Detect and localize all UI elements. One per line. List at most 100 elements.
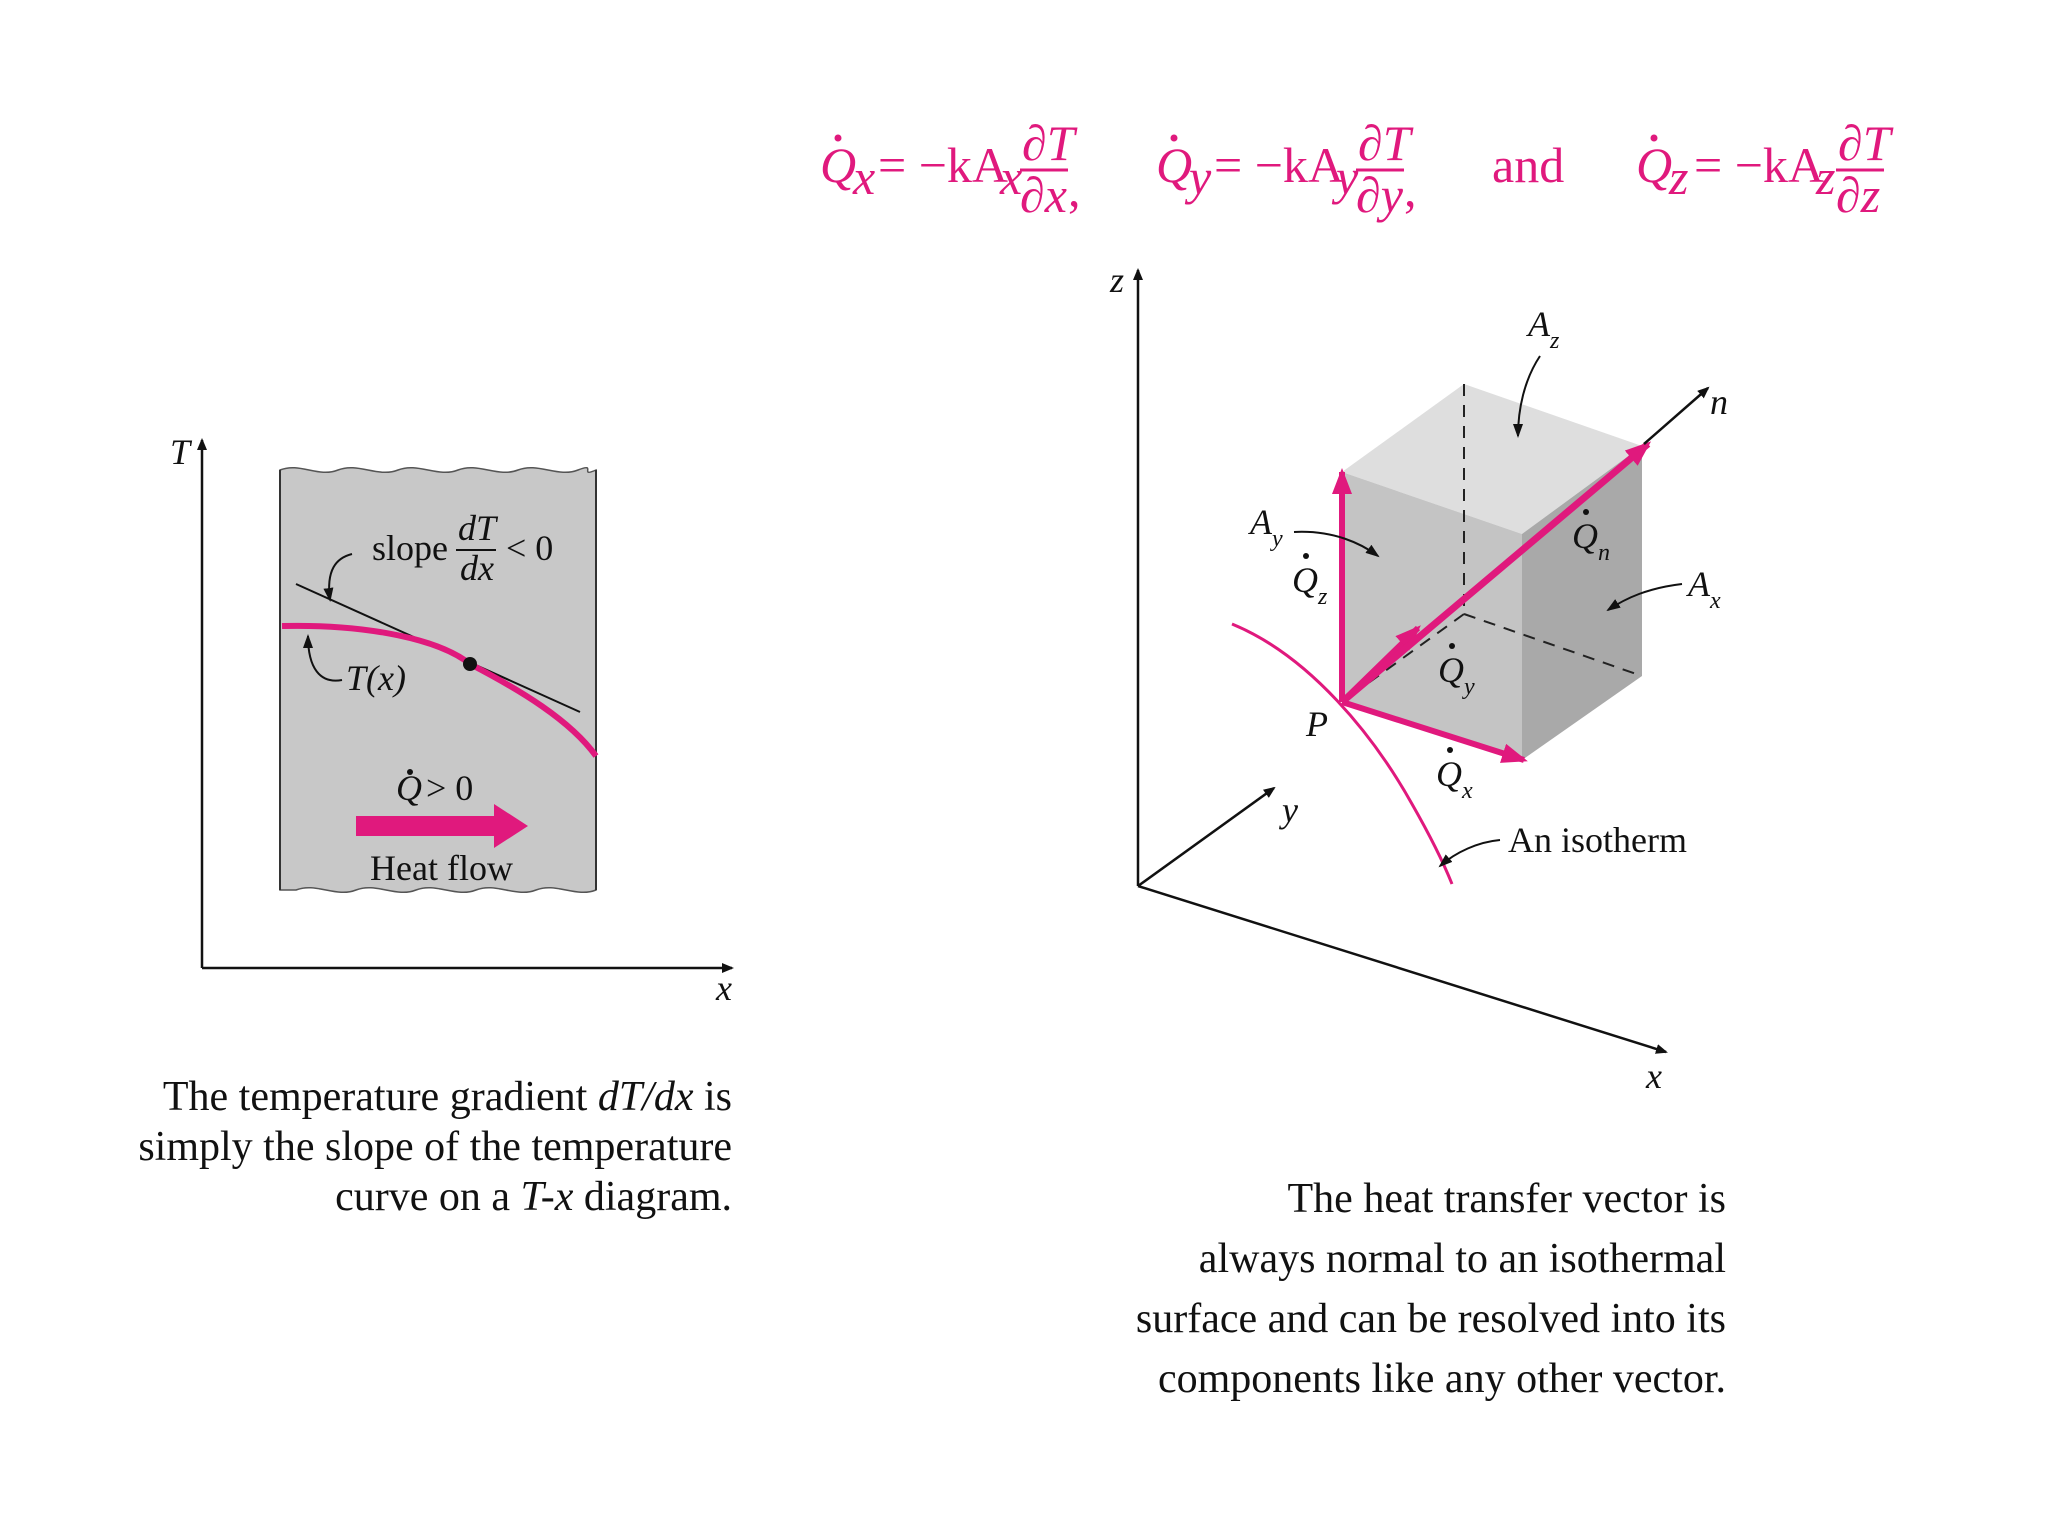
eq-qx-area-sub: x (999, 149, 1022, 205)
eq-qy-comma: , (1404, 161, 1417, 217)
z-axis-label: z (1109, 260, 1124, 300)
slope-leader (323, 553, 353, 602)
x-axis-label-3d: x (1645, 1056, 1662, 1096)
point-p-label: P (1305, 704, 1328, 744)
area-y-base: A (1248, 502, 1273, 542)
equation-qy: Q y = −kA y ∂T ∂y , (1156, 115, 1417, 223)
qn-vector (1339, 441, 1652, 705)
qx-base: Q (1436, 754, 1462, 794)
t-axis-label: T (170, 432, 193, 472)
area-z-label: Az (1526, 304, 1560, 354)
qy-label: Qy (1438, 650, 1475, 700)
right-diagram: z y x n Az Ay Ax Qn Qz Qy Qx (1109, 260, 1728, 1096)
left-diagram: T x slope dT dx < 0 T(x) Q > 0 Heat flow (170, 432, 734, 1008)
caption-1-text-b: is (693, 1074, 732, 1120)
area-y-label: Ay (1248, 502, 1283, 552)
right-caption-line-4: components like any other vector. (1158, 1356, 1726, 1402)
heat-rel: > 0 (426, 768, 473, 808)
eq-qx-num: ∂T (1022, 115, 1078, 171)
qz-sub: z (1317, 584, 1328, 610)
right-caption-line-2: always normal to an isothermal (1199, 1236, 1726, 1282)
qz-base: Q (1292, 560, 1318, 600)
qn-sub: n (1598, 540, 1610, 566)
slope-rel: < 0 (506, 528, 553, 568)
caption-3-math: T-x (521, 1174, 574, 1220)
isotherm-label: An isotherm (1508, 820, 1687, 860)
qx-dot (1447, 747, 1453, 753)
area-z-base: A (1526, 304, 1551, 344)
qn-dot (1583, 509, 1589, 515)
eq-qy-dot (1170, 134, 1178, 142)
eq-qy-q: Q (1156, 137, 1192, 193)
eq-qx-den: ∂x (1020, 167, 1067, 223)
cube-front-face (1342, 472, 1522, 760)
area-x-leader (1606, 583, 1683, 612)
caption-3-text-a: curve on a (335, 1174, 520, 1220)
normal-label: n (1710, 382, 1728, 422)
slope-word: slope (372, 528, 448, 568)
heat-flow-label: Heat flow (370, 848, 513, 888)
eq-qz-rhs: = −kA (1694, 137, 1824, 193)
qy-dot (1449, 643, 1455, 649)
eq-qz-num: ∂T (1838, 115, 1894, 171)
eq-qy-area-sub: y (1331, 149, 1359, 205)
equation-qx: Q x = −kA x ∂T ∂x , (820, 115, 1081, 223)
area-z-sub: z (1549, 328, 1560, 354)
area-z-leader (1513, 355, 1541, 438)
qy-sub: y (1462, 674, 1475, 700)
caption-1-text-a: The temperature gradient (163, 1074, 598, 1120)
eq-qx-sub: x (852, 149, 875, 205)
equation-qz: Q z = −kA z ∂T ∂z (1636, 115, 1894, 223)
isotherm-leader (1438, 839, 1501, 868)
eq-qx-rhs: = −kA (878, 137, 1008, 193)
cube-top-face (1342, 384, 1642, 534)
right-caption-line-3: surface and can be resolved into its (1136, 1296, 1726, 1342)
slope-num: dT (458, 508, 499, 548)
curve-leader (303, 634, 343, 682)
left-caption-line-1: The temperature gradient dT/dx is (163, 1074, 732, 1120)
qz-dot (1303, 553, 1309, 559)
caption-1-math: dT/dx (598, 1074, 694, 1120)
eq-qz-sub: z (1668, 149, 1688, 205)
eq-qx-q: Q (820, 137, 856, 193)
x-axis-label: x (715, 968, 732, 1008)
eq-qx-dot (834, 134, 842, 142)
cube-hidden-depth (1463, 613, 1643, 677)
normal-extension (1643, 386, 1710, 445)
eq-qy-num: ∂T (1358, 115, 1414, 171)
qy-base: Q (1438, 650, 1464, 690)
area-y-leader (1293, 530, 1380, 558)
caption-2-text: simply the slope of the temperature (138, 1124, 732, 1170)
cube-hidden-side (1341, 613, 1465, 703)
eq-qz-den: ∂z (1836, 167, 1880, 223)
eq-qy-sub: y (1184, 149, 1212, 205)
slope-den: dx (460, 548, 494, 588)
right-caption: The heat transfer vector is always norma… (1136, 1176, 1726, 1402)
right-caption-line-1: The heat transfer vector is (1288, 1176, 1726, 1222)
eq-qx-comma: , (1068, 161, 1081, 217)
qn-label: Qn (1572, 516, 1610, 566)
qn-base: Q (1572, 516, 1598, 556)
area-x-label: Ax (1686, 564, 1721, 614)
heat-q-dot (407, 769, 413, 775)
medium-panel (279, 466, 597, 894)
y-axis-label: y (1279, 790, 1298, 830)
area-y-sub: y (1270, 526, 1283, 552)
qx-label: Qx (1436, 754, 1473, 804)
caption-3-text-b: diagram. (573, 1174, 732, 1220)
qz-label: Qz (1292, 560, 1328, 610)
tangent-point (463, 657, 477, 671)
qx-vector (1341, 699, 1528, 763)
left-caption: The temperature gradient dT/dx is simply… (138, 1074, 732, 1220)
area-x-sub: x (1709, 588, 1721, 614)
curve-label: T(x) (346, 658, 406, 698)
eq-qy-den: ∂y (1356, 167, 1404, 223)
y-axis (1137, 786, 1276, 888)
heat-flow-arrow (356, 804, 528, 848)
area-x-base: A (1686, 564, 1711, 604)
eq-qz-area-sub: z (1815, 149, 1835, 205)
left-caption-line-2: simply the slope of the temperature (138, 1124, 732, 1170)
eq-qz-q: Q (1636, 137, 1672, 193)
eq-qz-dot (1650, 134, 1658, 142)
